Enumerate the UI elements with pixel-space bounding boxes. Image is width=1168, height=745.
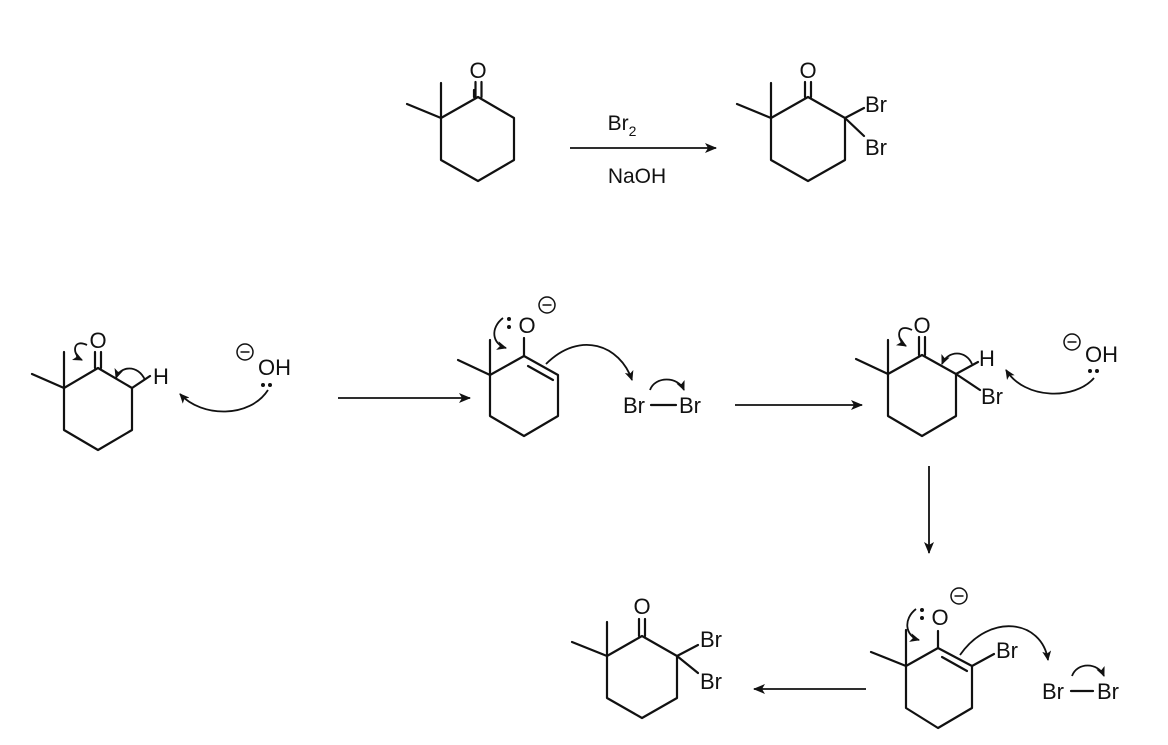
curly-arrow-co [895,327,913,347]
ring-bonds [605,634,679,720]
bromine-label-1: Br [865,92,887,117]
bromine-label: Br [996,638,1018,663]
curly-arrow-co [71,342,88,361]
oxygen-label: O [518,313,535,338]
ring-bonds [769,95,847,183]
ring-bonds [904,646,974,730]
bromine-label-1: Br [700,627,722,652]
alkene-inner-bond [526,364,555,382]
dibromo-product-top: O Br Br [735,58,887,183]
bromine-right: Br [679,393,701,418]
curly-arrow-o-lp [493,317,507,350]
ring-bonds [488,354,560,438]
c-h-bond [130,374,152,390]
oxygen-label: O [633,594,650,619]
bromine-molecule-2: Br Br [1042,664,1119,704]
c-br-bond-2 [843,116,866,138]
ring-bonds [439,95,516,183]
negative-charge-icon [950,587,968,605]
methyl-1 [570,640,609,658]
lone-pair-dot [1095,369,1099,373]
bromine-right: Br [1097,679,1119,704]
c-h-bond [954,360,980,376]
oxygen-label: O [469,58,486,83]
methyl-1 [456,358,492,377]
bromine-molecule-1: Br Br [623,378,701,418]
curly-arrow-ch [941,352,973,365]
lone-pair-dot [261,383,265,387]
bromine-label-2: Br [700,669,722,694]
lone-pair-dot [268,383,272,387]
curly-arrow-oh-attack [1005,369,1095,395]
bromine-left: Br [1042,679,1064,704]
lone-pair-dot [507,317,511,321]
enolate-1: O [456,296,634,438]
hydroxide-1: OH [179,343,291,413]
curly-arrow-oh-attack [179,389,269,413]
methyl-1 [405,102,443,120]
hydrogen-label: H [153,364,169,389]
oxygen-label: O [931,605,948,630]
curly-arrow-o-lp [906,608,920,642]
oxygen-label: O [799,58,816,83]
methyl-1 [735,102,773,120]
bromine-left: Br [623,393,645,418]
oxygen-label: O [913,313,930,338]
curly-arrow-ch [114,367,146,381]
ketone-deprotonation: O H [30,328,169,452]
curly-arrow-br-br [649,378,685,391]
c-br-bond-1 [675,643,700,658]
hydroxide-label: OH [258,355,291,380]
lone-pair-dot [920,608,924,612]
starting-ketone: O [405,58,516,183]
methyl-1 [30,372,66,390]
bromine-label-2: Br [865,135,887,160]
reagent-bromine: Br2 [608,112,637,139]
curly-arrow-enolate-attack [545,344,634,381]
methyl-1 [854,357,890,376]
curly-arrow-enolate-attack [959,625,1052,661]
methyl-1 [869,650,908,668]
monobromo-ketone: O H Br [854,313,1003,438]
hydroxide-2: OH [1005,333,1118,395]
c-br-bond-1 [843,106,866,120]
lone-pair-dot [1088,369,1092,373]
negative-charge-icon [236,343,254,361]
curly-arrow-br-br [1071,664,1105,677]
negative-charge-icon [538,296,556,314]
ring-bonds [62,366,134,452]
reagent-naoh: NaOH [608,165,666,188]
c-br-bond [970,652,996,668]
ring-bonds [886,353,958,438]
bromine-label: Br [981,384,1003,409]
c-br-bond-2 [675,654,700,675]
lone-pair-dot [920,616,924,620]
negative-charge-icon [1063,333,1081,351]
dibromo-product-final: O Br Br [570,594,722,720]
hydroxide-label: OH [1085,342,1118,367]
c-br-bond [954,372,982,392]
alkene-inner-bond [940,655,969,673]
oxygen-label: O [89,328,106,353]
enolate-2: O Br [869,587,1052,730]
lone-pair-dot [507,325,511,329]
hydrogen-label: H [979,346,995,371]
